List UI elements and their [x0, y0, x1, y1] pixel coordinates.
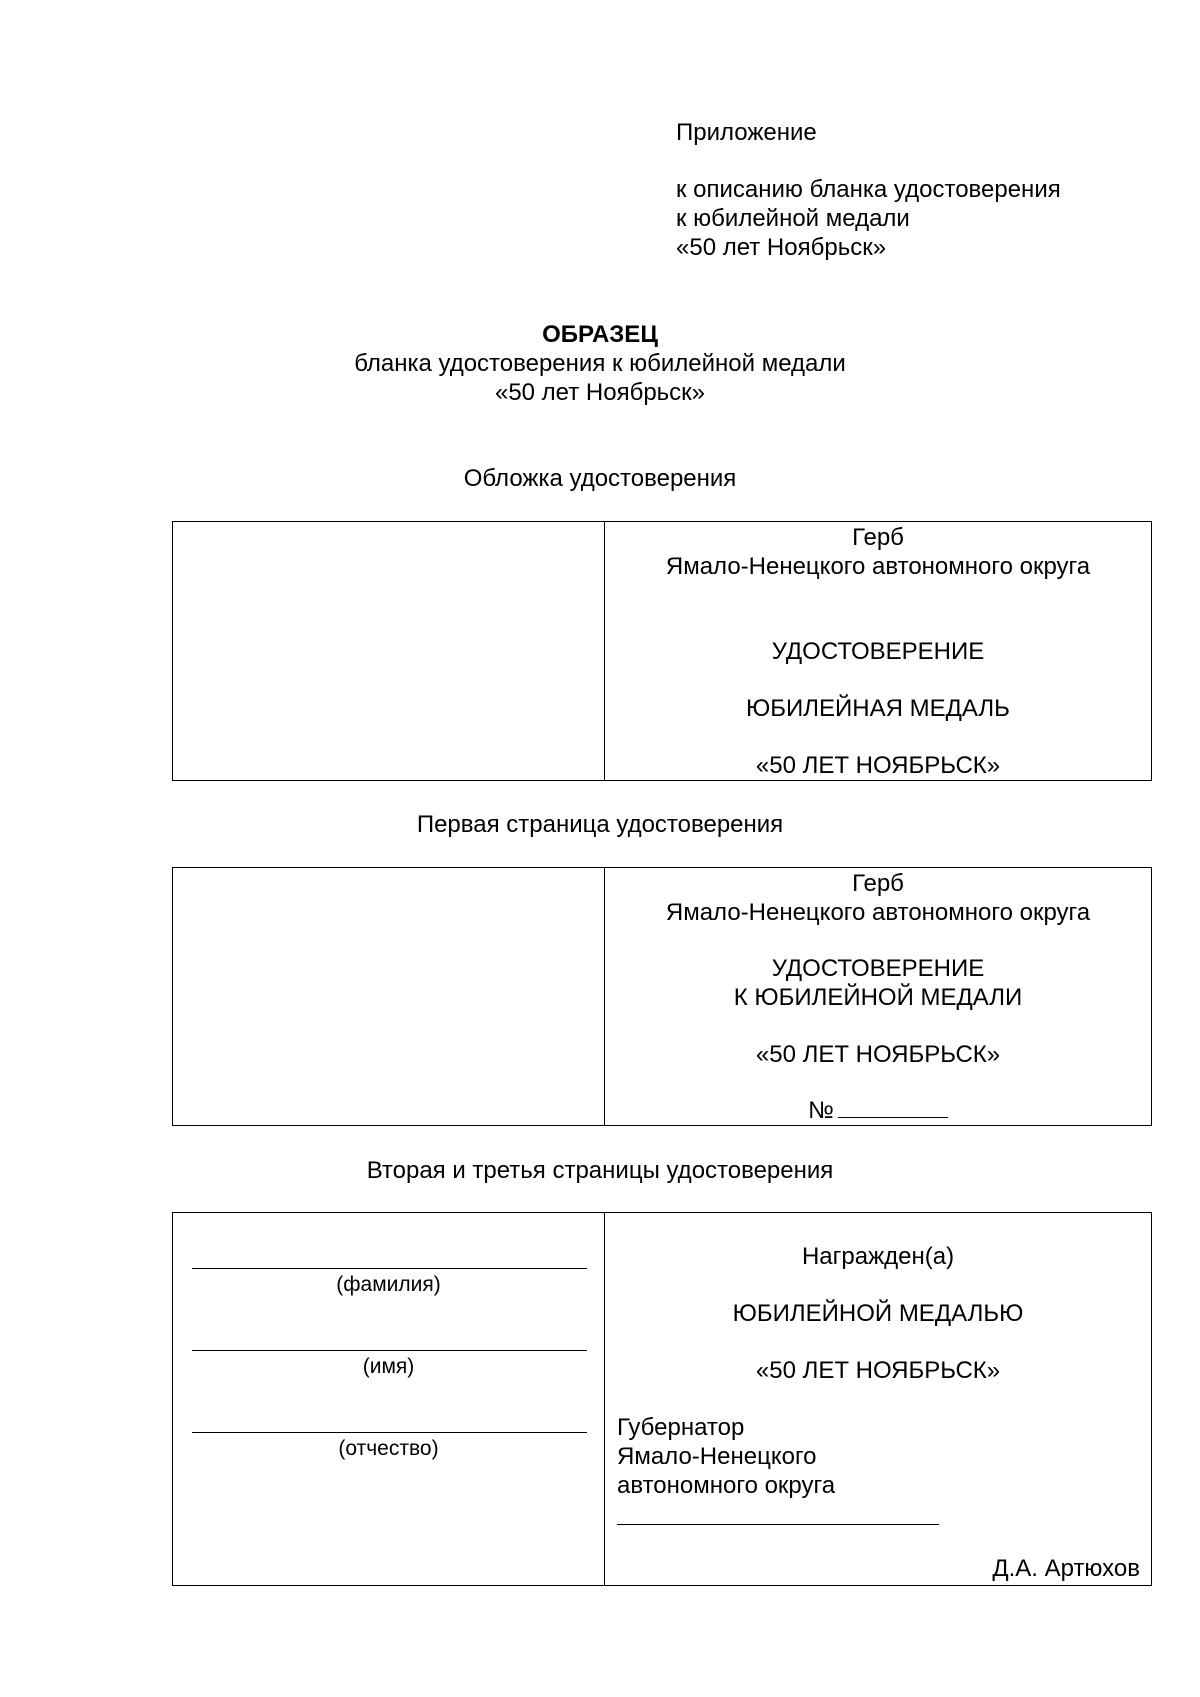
first-page-left-panel: [173, 868, 605, 1125]
appendix-line-2: к юбилейной медали: [676, 205, 910, 232]
firstname-line: [192, 1350, 587, 1351]
first-page-region: Ямало-Ненецкого автономного округа: [665, 899, 1091, 926]
second-third-left-panel: (фамилия) (имя) (отчество): [173, 1213, 605, 1585]
second-third-right-panel: Награжден(а) ЮБИЛЕЙНОЙ МЕДАЛЬЮ «50 ЛЕТ Н…: [605, 1213, 1151, 1585]
appendix-line-1: к описанию бланка удостоверения: [676, 176, 1061, 203]
patronymic-label: (отчество): [338, 1437, 439, 1460]
first-page-medal-name: «50 ЛЕТ НОЯБРЬСК»: [755, 1041, 1001, 1068]
signatory-name: Д.А. Артюхов: [992, 1555, 1140, 1582]
first-page-number-row: №: [605, 1097, 1151, 1126]
sample-heading-block: ОБРАЗЕЦ бланка удостоверения к юбилейной…: [0, 320, 1200, 407]
awarded-text: Награжден(а): [801, 1243, 955, 1270]
governor-line-3: автономного округа: [617, 1472, 836, 1499]
cover-left-panel: [173, 522, 605, 780]
first-page-coat: Герб: [852, 870, 904, 897]
cover-caption: Обложка удостоверения: [463, 465, 737, 492]
number-blank-line: [837, 1099, 948, 1118]
cover-medal-name: «50 ЛЕТ НОЯБРЬСК»: [755, 752, 1001, 779]
first-page-right-panel: Герб Ямало-Ненецкого автономного округа …: [605, 868, 1151, 1125]
cover-medal: ЮБИЛЕЙНАЯ МЕДАЛЬ: [746, 695, 1010, 722]
governor-line-2: Ямало-Ненецкого: [617, 1443, 817, 1470]
second-third-box: (фамилия) (имя) (отчество) Награжден(а) …: [172, 1212, 1152, 1586]
appendix-line-3: «50 лет Ноябрьск»: [676, 234, 887, 261]
sample-line-2: «50 лет Ноябрьск»: [494, 379, 706, 406]
first-page-medal: К ЮБИЛЕЙНОЙ МЕДАЛИ: [733, 984, 1023, 1011]
first-page-caption: Первая страница удостоверения: [416, 811, 784, 838]
sample-heading: ОБРАЗЕЦ: [542, 321, 658, 348]
sample-line-1: бланка удостоверения к юбилейной медали: [354, 350, 846, 377]
cover-title: УДОСТОВЕРЕНИЕ: [771, 638, 985, 665]
governor-line-1: Губернатор: [617, 1414, 745, 1441]
signature-line: [617, 1524, 939, 1525]
surname-line: [192, 1268, 587, 1269]
first-page-title: УДОСТОВЕРЕНИЕ: [771, 955, 985, 982]
awarded-medal-name: «50 ЛЕТ НОЯБРЬСК»: [755, 1357, 1001, 1384]
cover-coat: Герб: [852, 524, 904, 551]
cover-region: Ямало-Ненецкого автономного округа: [665, 553, 1091, 580]
awarded-medal: ЮБИЛЕЙНОЙ МЕДАЛЬЮ: [732, 1300, 1024, 1327]
first-page-box: Герб Ямало-Ненецкого автономного округа …: [172, 867, 1152, 1126]
number-sign: №: [808, 1097, 834, 1124]
appendix-title: Приложение: [676, 119, 817, 146]
appendix-block: Приложение к описанию бланка удостоверен…: [676, 118, 1156, 262]
surname-label: (фамилия): [336, 1273, 441, 1296]
cover-box: Герб Ямало-Ненецкого автономного округа …: [172, 521, 1152, 781]
cover-right-panel: Герб Ямало-Ненецкого автономного округа …: [605, 522, 1151, 780]
second-third-caption: Вторая и третья страницы удостоверения: [366, 1157, 834, 1184]
firstname-label: (имя): [362, 1355, 415, 1378]
patronymic-line: [192, 1432, 587, 1433]
